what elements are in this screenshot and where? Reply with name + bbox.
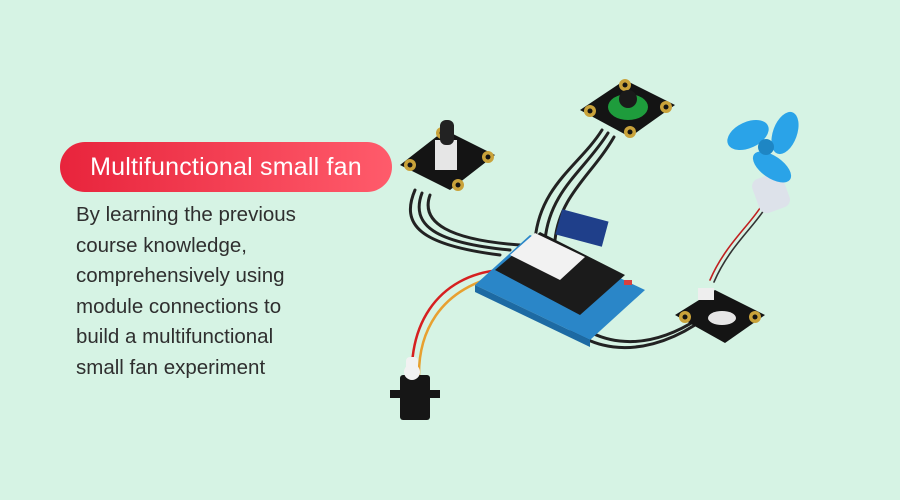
description-line: comprehensively using [76,264,285,287]
push-button-module [580,79,675,138]
kit-illustration [390,79,799,420]
servo-motor [390,357,440,420]
description: By learning the previous course knowledg… [76,200,366,383]
potentiometer-module [400,120,495,191]
controller-board [475,209,645,347]
motor-driver-module [675,288,765,343]
description-line: small fan experiment [76,355,266,379]
description-line: build a multifunctional [76,325,274,348]
page-title: Multifunctional small fan [90,153,362,181]
description-line: course knowledge, [76,233,247,257]
motor-fan [727,111,799,214]
description-line: By learning the previous [76,203,296,226]
title-pill: Multifunctional small fan [60,142,392,192]
description-line: module connections to [76,294,282,318]
